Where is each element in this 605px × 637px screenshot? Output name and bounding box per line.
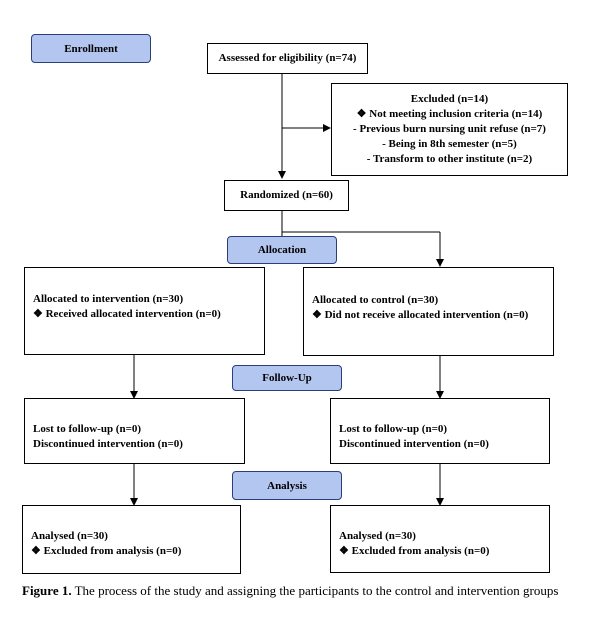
control-excluded-analysis-text: ❖ Excluded from analysis (n=0) xyxy=(339,545,490,557)
assessed-text: Assessed for eligibility (n=74) xyxy=(218,52,357,64)
control-analysed-text: Analysed (n=30) xyxy=(339,530,416,542)
control-allocated-text: Allocated to control (n=30) xyxy=(312,294,439,306)
assessed-box: Assessed for eligibility (n=74) xyxy=(207,43,368,74)
stage-analysis: Analysis xyxy=(232,471,342,500)
intervention-lost-text: Lost to follow-up (n=0) xyxy=(33,423,142,435)
control-followup-box: Lost to follow-up (n=0) Discontinued int… xyxy=(330,398,550,464)
intervention-excluded-analysis-text: ❖ Excluded from analysis (n=0) xyxy=(31,545,182,557)
excluded-item: - Previous burn nursing unit refuse (n=7… xyxy=(353,123,546,135)
stage-allocation: Allocation xyxy=(227,236,337,264)
control-lost-text: Lost to follow-up (n=0) xyxy=(339,423,448,435)
figure-caption-text: The process of the study and assigning t… xyxy=(71,583,559,598)
excluded-box: Excluded (n=14) ❖ Not meeting inclusion … xyxy=(331,83,568,176)
figure-caption: Figure 1. The process of the study and a… xyxy=(22,583,582,599)
intervention-analysed-text: Analysed (n=30) xyxy=(31,530,108,542)
stage-follow-up-label: Follow-Up xyxy=(262,372,312,384)
intervention-discontinued-text: Discontinued intervention (n=0) xyxy=(33,438,183,450)
stage-allocation-label: Allocation xyxy=(257,244,307,256)
figure-caption-label: Figure 1. xyxy=(22,583,72,598)
stage-enrollment-label: Enrollment xyxy=(64,42,118,55)
intervention-analysis-box: Analysed (n=30) ❖ Excluded from analysis… xyxy=(22,505,241,574)
stage-enrollment: Enrollment xyxy=(31,34,151,63)
stage-analysis-label: Analysis xyxy=(267,479,307,492)
stage-follow-up: Follow-Up xyxy=(232,365,342,391)
intervention-allocated-text: Allocated to intervention (n=30) xyxy=(33,293,184,305)
excluded-title: Excluded (n=14) xyxy=(410,93,489,105)
intervention-allocation-box: Allocated to intervention (n=30) ❖ Recei… xyxy=(24,267,265,355)
control-allocation-box: Allocated to control (n=30) ❖ Did not re… xyxy=(303,267,554,356)
control-received-text: ❖ Did not receive allocated intervention… xyxy=(312,309,529,321)
intervention-followup-box: Lost to follow-up (n=0) Discontinued int… xyxy=(24,398,245,464)
randomized-text: Randomized (n=60) xyxy=(240,189,333,201)
excluded-item: - Transform to other institute (n=2) xyxy=(366,153,533,165)
excluded-item: - Being in 8th semester (n=5) xyxy=(382,138,517,150)
randomized-box: Randomized (n=60) xyxy=(224,180,349,211)
excluded-item: ❖ Not meeting inclusion criteria (n=14) xyxy=(356,108,543,120)
control-analysis-box: Analysed (n=30) ❖ Excluded from analysis… xyxy=(330,505,550,573)
control-discontinued-text: Discontinued intervention (n=0) xyxy=(339,438,489,450)
intervention-received-text: ❖ Received allocated intervention (n=0) xyxy=(33,308,221,320)
